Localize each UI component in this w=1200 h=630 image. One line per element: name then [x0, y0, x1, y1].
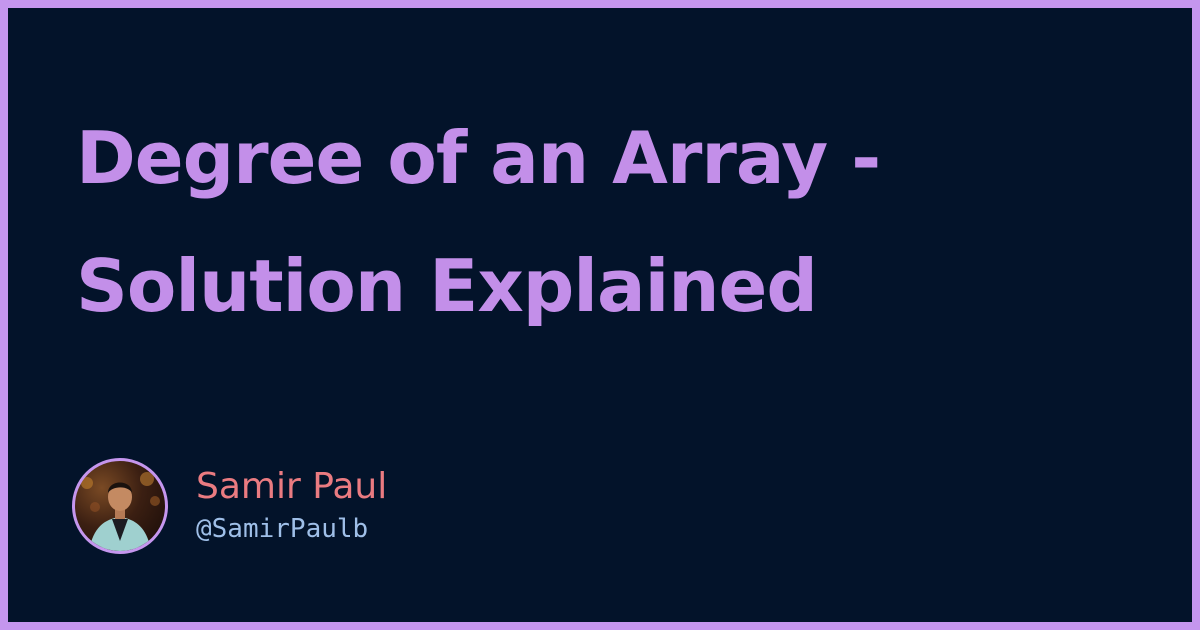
author-text: Samir Paul @SamirPaulb [196, 465, 387, 547]
author-name: Samir Paul [196, 466, 388, 507]
author-block: Samir Paul @SamirPaulb [72, 458, 387, 554]
page-title: Degree of an Array - Solution Explained [76, 116, 881, 328]
avatar [72, 458, 168, 554]
author-handle: @SamirPaulb [196, 514, 369, 544]
avatar-portrait-icon [81, 472, 160, 551]
